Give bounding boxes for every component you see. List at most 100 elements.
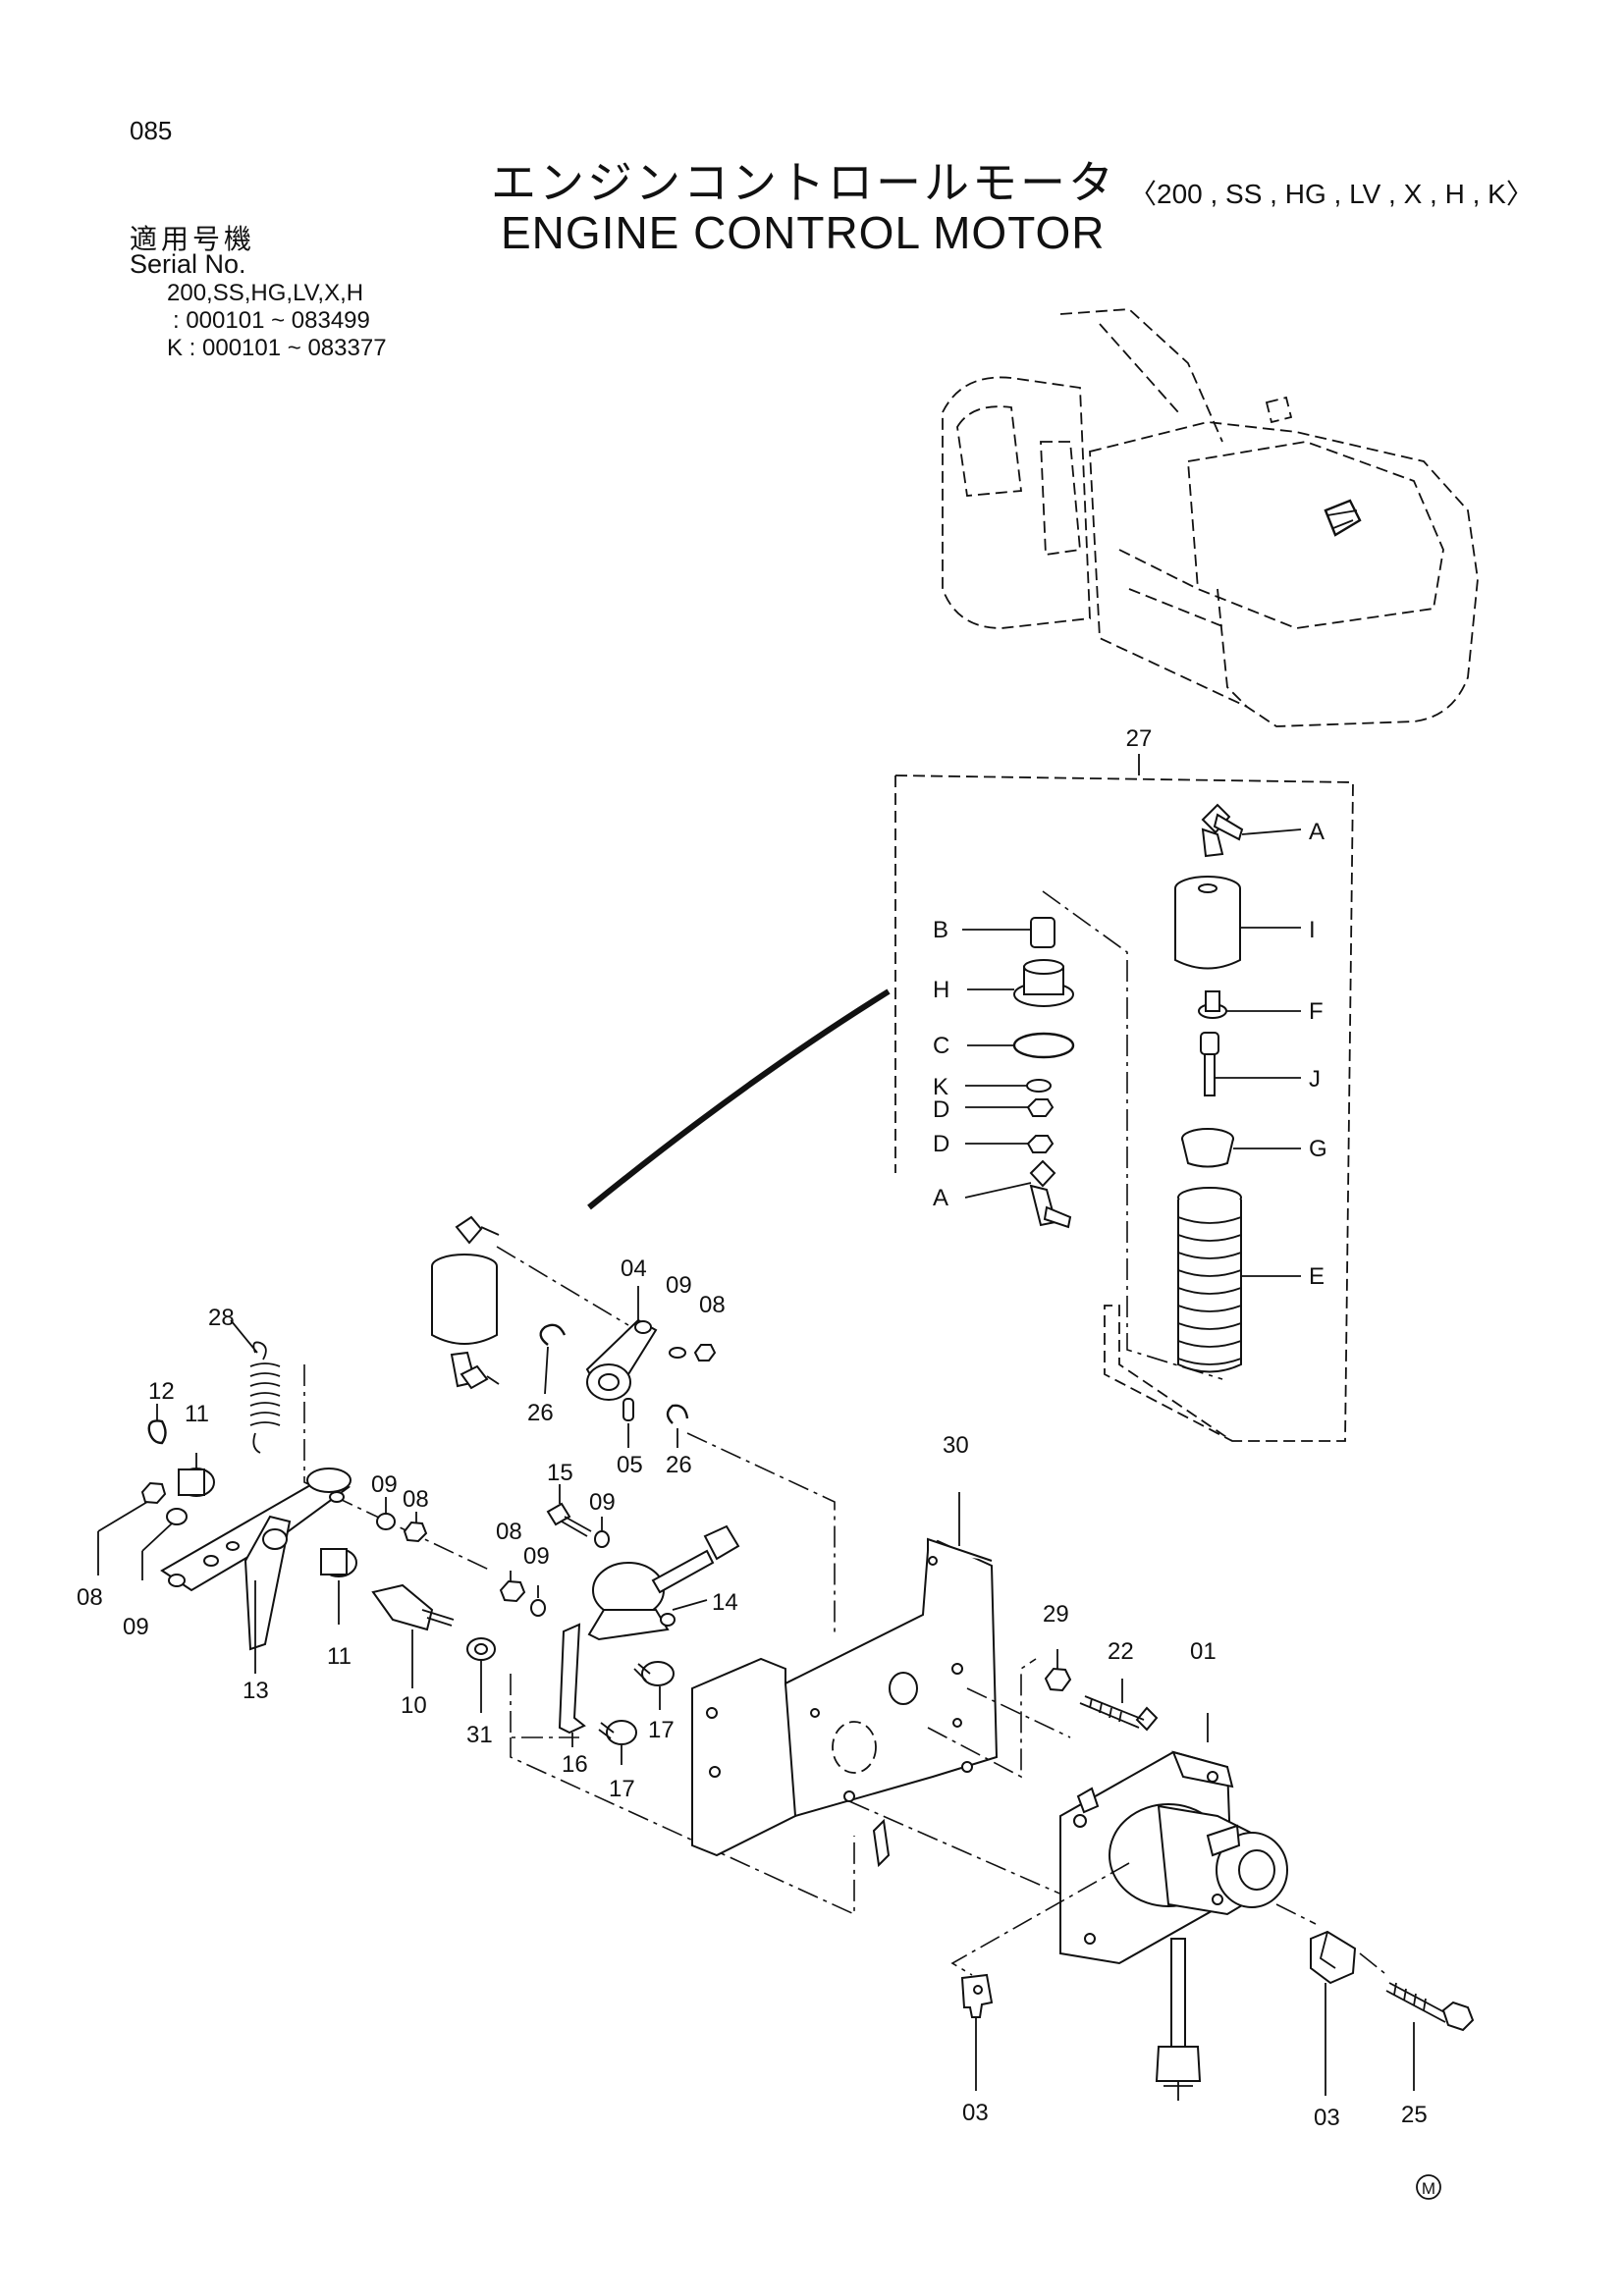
circled-m-mark: M [1416,2174,1441,2200]
actuator-rod-assembly [431,1215,629,1390]
serial-number-label: Serial No. [130,249,246,279]
callout-11-b: 11 [327,1643,352,1670]
callout-09-a: 09 [666,1272,692,1299]
callout-i: I [1309,917,1316,943]
serial-range-line: : 000101 ~ 083499 [173,307,370,334]
flange-h [967,959,1074,1007]
engine-control-motor-icon [950,1713,1288,2101]
clip-26-upper [539,1323,567,1395]
bushing-b [962,917,1055,948]
bolt-17-upper [633,1661,675,1710]
callout-15: 15 [547,1460,573,1486]
lever-04 [585,1286,717,1401]
snap-ring-c [967,1032,1075,1059]
nut-08-left [97,1481,167,1575]
pin-j [1200,1032,1301,1096]
callout-b: B [933,917,948,943]
callout-d-2: D [933,1131,949,1157]
callout-12: 12 [148,1378,175,1405]
svg-text:M: M [1422,2179,1435,2198]
callout-22: 22 [1108,1638,1134,1665]
clip-26-lower [666,1404,836,1634]
washer-k [965,1079,1052,1093]
callout-05: 05 [617,1452,643,1478]
callout-g: G [1309,1136,1327,1162]
callout-e: E [1309,1263,1325,1290]
callout-h: H [933,977,949,1003]
nut-08-c [499,1571,526,1603]
ball-joint-a-upper [1201,803,1302,858]
bushing-11-lower [320,1548,357,1625]
bolt-17-lower [598,1720,637,1765]
callout-25: 25 [1401,2102,1428,2128]
callout-c: C [933,1033,949,1059]
callout-09-e: 09 [123,1614,149,1640]
sensor-14 [587,1524,740,1641]
washer-31 [466,1637,496,1713]
callout-03-b: 03 [1314,2105,1340,2131]
washer-09-c [594,1517,610,1548]
callout-13: 13 [243,1678,269,1704]
nut-29 [1044,1649,1072,1692]
serial-range-k-line: K : 000101 ~ 083377 [167,335,387,361]
bolt-15 [546,1484,592,1537]
callout-30: 30 [943,1432,969,1459]
boot-e [1177,1187,1301,1373]
callout-d-1: D [933,1096,949,1123]
title-english: ENGINE CONTROL MOTOR [501,207,1106,258]
callout-09-b: 09 [371,1471,398,1498]
callout-09-d: 09 [523,1543,550,1570]
key-05 [622,1398,634,1448]
bracket-16 [558,1623,586,1747]
callout-a-upper: A [1309,819,1325,845]
nut-08-mid [403,1512,428,1543]
exploded-box-27 [894,754,1354,1442]
callout-a-lower: A [933,1185,948,1211]
callout-28: 28 [208,1305,235,1331]
callout-26-b: 26 [666,1452,692,1478]
callout-k: K [933,1074,948,1100]
washer-09-d [530,1585,546,1617]
callout-26-a: 26 [527,1400,554,1426]
callout-17-a: 17 [648,1717,675,1743]
callout-10: 10 [401,1692,427,1719]
cylinder-i [1174,876,1301,970]
callout-03-a: 03 [962,2100,989,2126]
lever-assembly-13 [160,1468,352,1674]
callout-01: 01 [1190,1638,1217,1665]
callout-08-a: 08 [699,1292,726,1318]
bracket-30 [691,1492,1130,1925]
nut-d-2 [965,1135,1055,1153]
callout-04: 04 [621,1255,647,1282]
callout-16: 16 [562,1751,588,1778]
callout-11-a: 11 [185,1401,209,1427]
bolt-22 [1079,1679,1159,1732]
title-japanese: エンジンコントロールモータ [491,156,1116,209]
clamp-03-right [1275,1903,1385,2096]
nut-d-1 [965,1098,1055,1117]
bolt-25 [1385,1982,1475,2091]
callout-j: J [1309,1066,1321,1093]
washer-09-mid [376,1497,396,1530]
clamp-03-left [960,1973,994,2091]
callout-31: 31 [466,1722,493,1748]
connector-curve [587,988,891,1210]
callout-17-b: 17 [609,1776,635,1802]
callout-09-c: 09 [589,1489,616,1516]
clip-12 [147,1404,167,1445]
applicability-label-jp: 適用号機 [130,223,256,255]
callout-f: F [1309,998,1324,1025]
callout-08-d: 08 [77,1584,103,1611]
spring-28 [230,1319,492,1572]
bushing-11-upper [178,1453,215,1497]
callout-14: 14 [712,1589,738,1616]
page-number: 085 [130,116,173,145]
callout-08-c: 08 [496,1519,522,1545]
serial-models-line: 200,SS,HG,LV,X,H [167,280,364,306]
callout-08-b: 08 [403,1486,429,1513]
washer-09-left [141,1508,188,1580]
model-list: 〈200 , SS , HG , LV , X , H , K〉 [1129,179,1534,209]
stud-10 [371,1583,455,1688]
excavator-outline-icon [942,308,1479,727]
